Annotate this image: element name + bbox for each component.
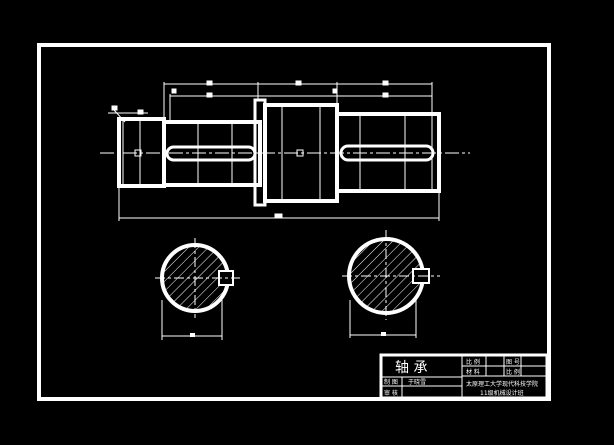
drawing-border (37, 43, 551, 401)
title-label-4: 比 例 (506, 368, 520, 376)
overall-length-dimension (118, 188, 440, 221)
class-name: 11级机械设计班 (480, 389, 524, 397)
drafter-label: 制 图 (384, 378, 398, 386)
section-view-right (342, 230, 440, 338)
section-view-left (155, 238, 240, 340)
top-dimensions (108, 80, 433, 123)
school-name: 太原理工大学现代科技学院 (466, 380, 538, 388)
checker-label: 审 核 (384, 389, 398, 397)
title-block (379, 353, 549, 400)
part-name: 轴 承 (395, 360, 427, 376)
title-label-2: 图 号 (506, 359, 520, 366)
designer-name: 于晓雪 (408, 378, 426, 386)
title-label-3: 材 料 (466, 368, 480, 376)
title-label-1: 比 例 (466, 358, 480, 366)
